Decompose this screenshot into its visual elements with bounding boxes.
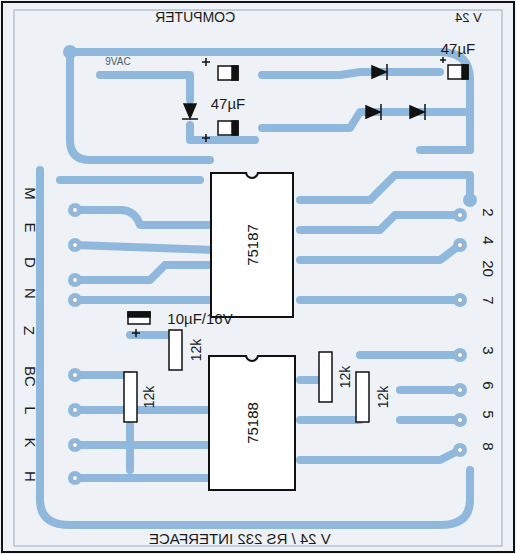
board-title: V 24 / RS 232 INTERFACE	[149, 531, 331, 546]
pin-name: Z	[22, 325, 37, 334]
capacitor-value: 47µF	[211, 96, 246, 111]
ic-package: 75188	[208, 355, 296, 491]
capacitor-value: 10µF/16V	[167, 311, 232, 326]
ic-notch	[245, 355, 259, 362]
pin-name: E	[22, 222, 37, 232]
board-title: V 24	[455, 11, 482, 24]
ic-package: 75187	[210, 172, 294, 318]
ic-label: 75188	[244, 402, 261, 444]
pin-number: 8	[481, 442, 496, 450]
ic-label: 75187	[244, 224, 261, 266]
pin-number: 6	[481, 381, 496, 389]
pin-name: L	[23, 406, 38, 414]
pin-number: 5	[481, 410, 496, 418]
capacitor-value: 47µF	[441, 41, 476, 56]
pin-number: 7	[481, 296, 496, 304]
pin-name: H	[23, 471, 38, 482]
pin-name: BC	[23, 366, 38, 387]
board-title: COMPUTER	[155, 10, 235, 24]
resistor-value: 12k	[189, 339, 203, 362]
supply-label: 9VAC	[105, 57, 130, 67]
pin-number: 3	[481, 346, 496, 354]
pin-number: 4	[481, 236, 496, 244]
pin-name: D	[23, 257, 38, 268]
pin-name: N	[23, 288, 38, 299]
resistor-value: 12k	[338, 366, 352, 389]
resistor-value: 12k	[376, 386, 390, 409]
resistor-value: 12k	[142, 386, 156, 409]
pin-name: K	[22, 437, 37, 447]
ic-notch	[245, 172, 259, 179]
pin-number: 20	[481, 260, 496, 277]
pin-number: 2	[481, 208, 496, 216]
pin-name: M	[23, 187, 38, 200]
